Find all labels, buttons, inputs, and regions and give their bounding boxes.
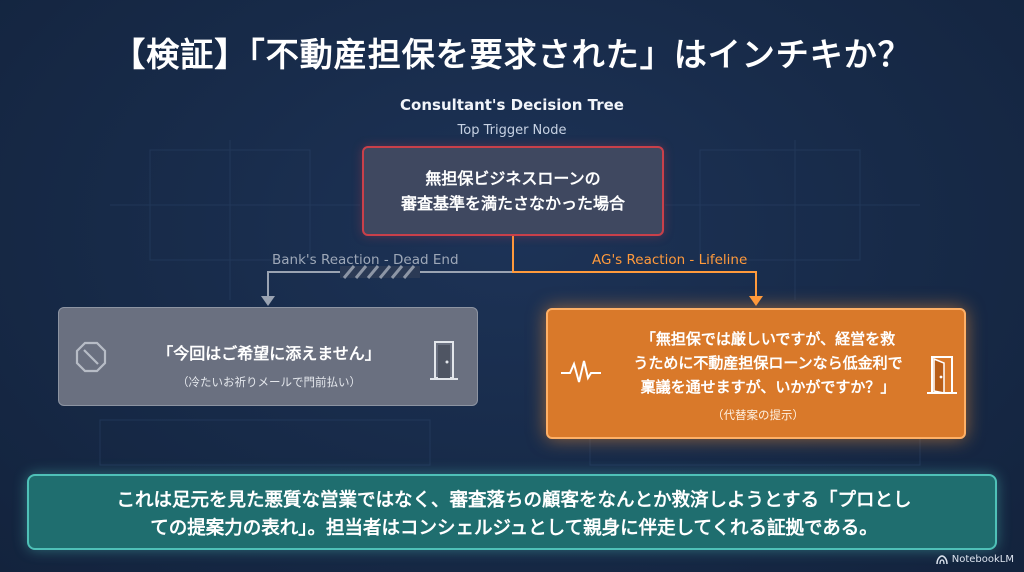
bank-node: 「今回はご希望に添えません」 （冷たいお祈りメールで門前払い） xyxy=(58,307,478,406)
notebooklm-logo-icon xyxy=(936,554,948,564)
ag-branch-label: AG's Reaction - Lifeline xyxy=(592,252,748,268)
ag-node: 「無担保では厳しいですが、経営を救 うために不動産担保ローンなら低金利で 稟議を… xyxy=(546,308,966,439)
bank-arrowhead xyxy=(261,296,275,306)
brand-label: NotebookLM xyxy=(951,554,1014,565)
trigger-node-line2: 審査基準を満たさなかった場合 xyxy=(400,194,625,213)
bank-note: （冷たいお祈りメールで門前払い） xyxy=(177,375,361,389)
dead-end-hatch xyxy=(340,265,420,279)
bank-quote: 「今回はご希望に添えません」 xyxy=(157,344,381,363)
ag-note: （代替案の提示） xyxy=(712,408,804,422)
ag-line-1: 「無担保では厳しいですが、経営を救 xyxy=(640,330,896,348)
bank-branch-label: Bank's Reaction - Dead End xyxy=(272,252,459,268)
prohibited-icon xyxy=(75,341,107,373)
conclusion-box: これは足元を見た悪質な営業ではなく、審査落ちの顧客をなんとか救済しようとする「プ… xyxy=(27,474,997,550)
ag-arrowhead xyxy=(749,296,763,306)
heartbeat-icon xyxy=(561,360,601,383)
door-open-icon xyxy=(927,356,957,394)
page-title: 【検証】「不動産担保を要求された」はインチキか？ xyxy=(112,35,912,74)
conclusion-line-2: ての提案力の表れ」。担当者はコンシェルジュとして親身に伴走してくれる証拠である。 xyxy=(150,518,878,539)
trigger-node-label: Top Trigger Node xyxy=(457,123,567,138)
ag-line-3: 稟議を通せますが、いかがですか？」 xyxy=(640,378,896,396)
conclusion-line-1: これは足元を見た悪質な営業ではなく、審査落ちの顧客をなんとか救済しようとする「プ… xyxy=(116,490,912,511)
door-closed-icon xyxy=(430,341,458,380)
trigger-node-line1: 無担保ビジネスローンの xyxy=(425,169,601,188)
ag-connector xyxy=(512,236,757,300)
trigger-node: 無担保ビジネスローンの 審査基準を満たさなかった場合 xyxy=(362,146,664,236)
ag-line-2: うために不動産担保ローンなら低金利で xyxy=(633,354,903,372)
notebooklm-brand: NotebookLM xyxy=(936,554,1014,565)
diagram-subtitle: Consultant's Decision Tree xyxy=(400,96,624,114)
